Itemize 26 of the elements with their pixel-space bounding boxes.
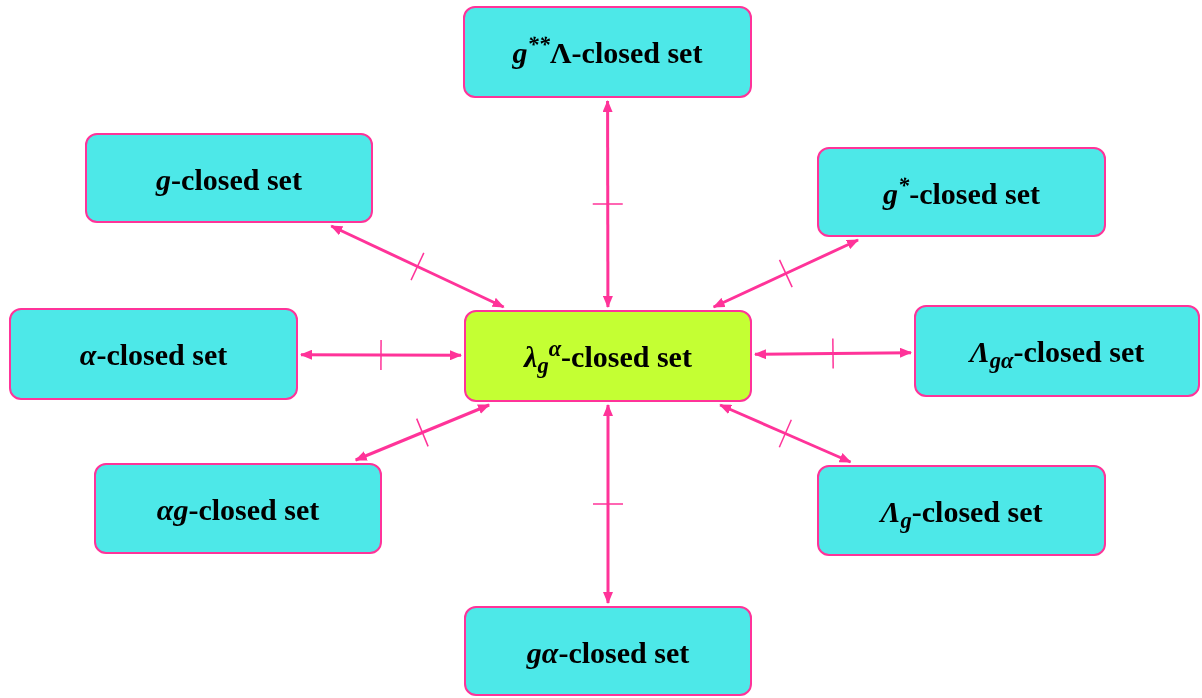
highlighted-box <box>464 310 752 402</box>
box-label: Λ$_{g}$-closed set <box>880 494 1043 531</box>
concept-box <box>463 6 752 98</box>
double-arrow <box>330 224 505 309</box>
box-label: αg-closed set <box>156 492 320 528</box>
double-arrow <box>593 404 623 604</box>
concept-box <box>914 305 1200 397</box>
concept-box <box>94 463 382 554</box>
concept-box <box>817 465 1106 556</box>
concept-box <box>464 606 752 696</box>
concept-box <box>817 147 1106 237</box>
double-arrow <box>719 403 852 464</box>
box-label: α-closed set <box>79 337 228 373</box>
concept-box <box>85 133 373 223</box>
double-arrow <box>355 403 490 462</box>
box-label: g$^{*}$-closed set <box>882 175 1040 212</box>
concept-box <box>9 308 298 400</box>
double-arrow <box>754 338 912 369</box>
box-label: g$^{**}$Λ-closed set <box>512 34 703 71</box>
box-label: g-closed set <box>156 162 302 198</box>
box-label: Λ$_{gα}$-closed set <box>969 334 1145 371</box>
double-arrow <box>300 340 462 370</box>
double-arrow <box>592 100 623 308</box>
box-label: λ$_{g}$$^{α}$-closed set <box>524 338 692 376</box>
box-label: gα-closed set <box>526 635 690 671</box>
double-arrow <box>713 238 859 309</box>
